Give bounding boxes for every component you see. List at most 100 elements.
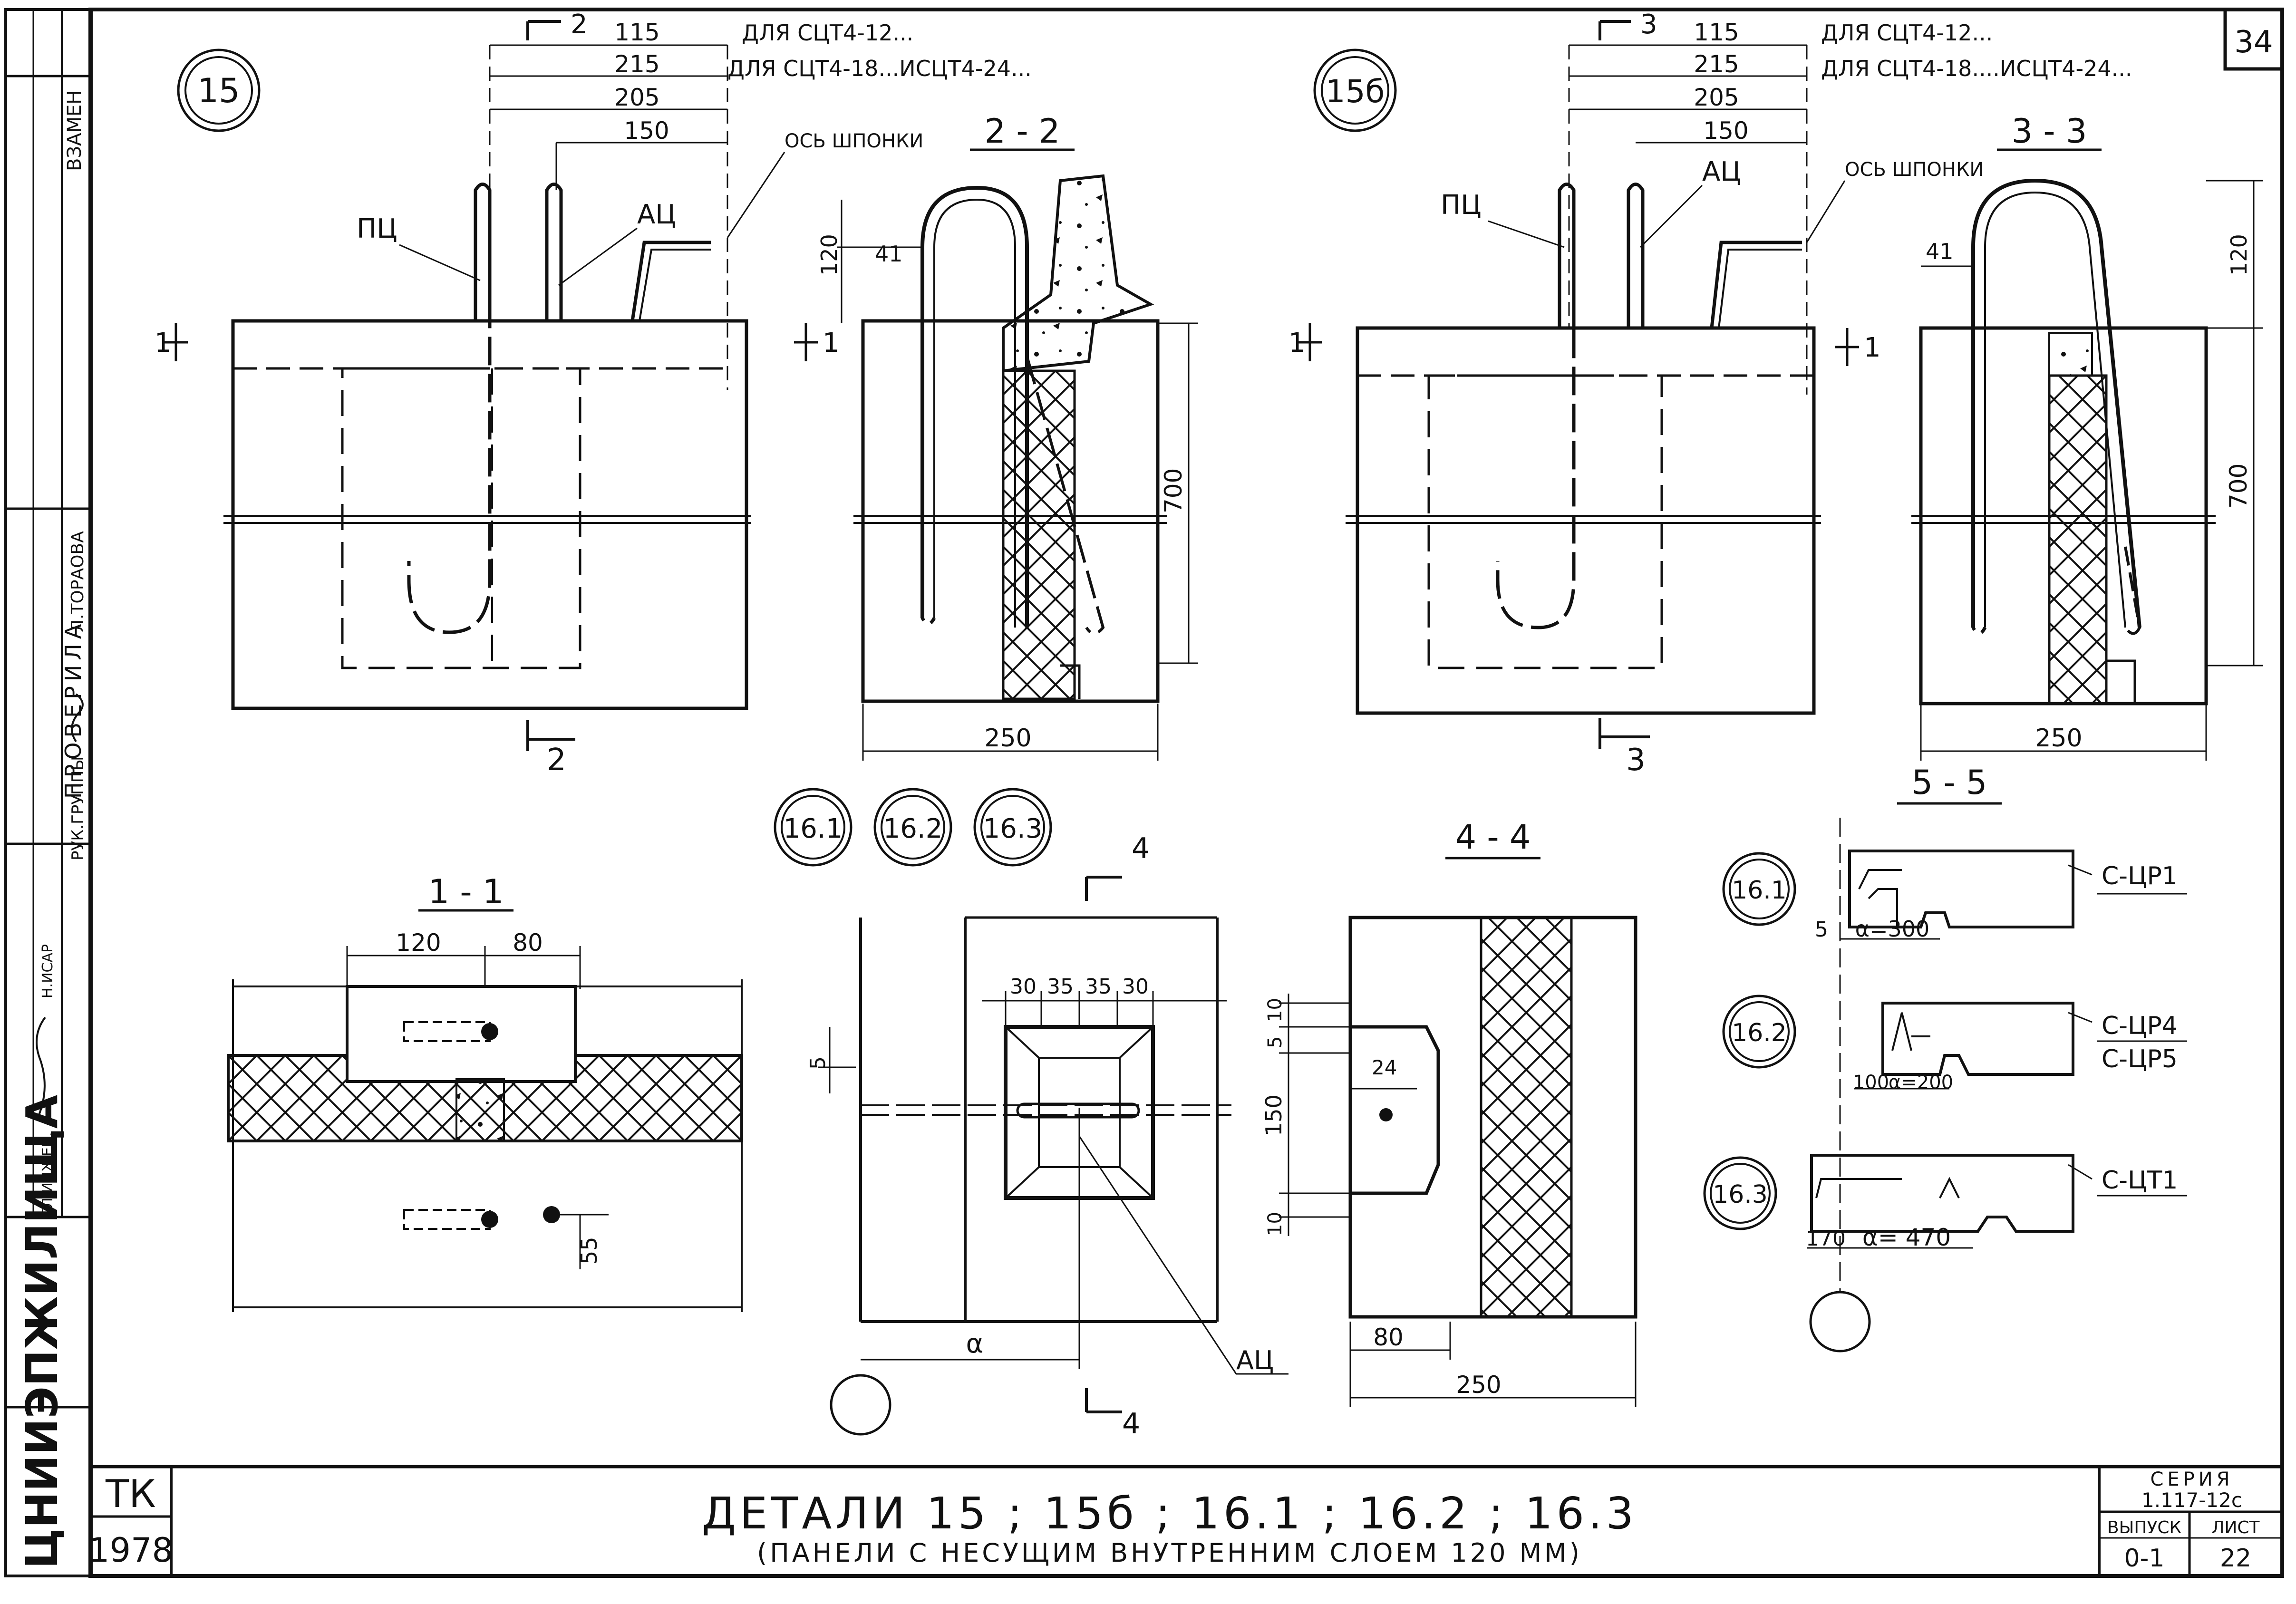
dim-15b-150: 150 bbox=[1703, 117, 1748, 145]
dim-4-4-10b: 10 bbox=[1264, 1212, 1286, 1236]
dim-16-30b: 30 bbox=[1122, 975, 1149, 999]
row-16-2-panel2: С-ЦР5 bbox=[2102, 1045, 2178, 1073]
note-15-sct4-12: ДЛЯ СЦТ4-12... bbox=[742, 20, 913, 46]
engineer-signature bbox=[36, 1016, 46, 1118]
dim-4-4-150: 150 bbox=[1261, 1094, 1287, 1136]
section-2-2-title: 2 - 2 bbox=[985, 112, 1060, 151]
dim-16-35a: 35 bbox=[1047, 975, 1074, 999]
dim-3-3-700: 700 bbox=[2225, 464, 2252, 509]
label-15b-ac: АЦ bbox=[1702, 156, 1741, 187]
section-5-5-title: 5 - 5 bbox=[1912, 763, 1987, 802]
detail-15-marker bbox=[177, 48, 261, 132]
section-4-4-title: 4 - 4 bbox=[1455, 818, 1531, 857]
dim-1-1-55: 55 bbox=[576, 1237, 602, 1265]
section-1-1-title: 1 - 1 bbox=[428, 872, 504, 911]
marker-16-1: 16.1 bbox=[784, 813, 843, 844]
markers-16: 16.1 16.2 16.3 bbox=[774, 788, 1052, 867]
dim-1-1-120: 120 bbox=[396, 929, 441, 957]
dim-4-4-250: 250 bbox=[1456, 1371, 1501, 1399]
group-signature bbox=[71, 693, 84, 743]
detail-16-bubble bbox=[830, 1374, 891, 1436]
row-16-2-marker: 16.2 bbox=[1732, 1019, 1787, 1047]
detail-15b-marker bbox=[1313, 48, 1397, 132]
cut-mark-15: 1 bbox=[155, 328, 172, 358]
marker-16-2: 16.2 bbox=[883, 813, 943, 844]
dim-16-35b: 35 bbox=[1085, 975, 1112, 999]
stamp-checker: Л.ТОРАОВА bbox=[68, 531, 87, 632]
loop-3-3 bbox=[1971, 178, 2141, 628]
row-16-3-panel: С-ЦТ1 bbox=[2102, 1166, 2178, 1195]
dim-3-3-120: 120 bbox=[2226, 234, 2252, 276]
row-16-3-dim-a: α= 470 bbox=[1862, 1224, 1951, 1251]
label-15-ac: АЦ bbox=[637, 199, 676, 230]
dim-15-205: 205 bbox=[614, 84, 659, 111]
cut-mark-2-2: 1 bbox=[823, 328, 840, 358]
stamp-zamen: ВЗАМЕН bbox=[64, 90, 86, 171]
insulation-2-2 bbox=[1002, 369, 1076, 700]
dim-4-4-5: 5 bbox=[1264, 1036, 1286, 1048]
section-mark-3-bottom: 3 bbox=[1626, 743, 1646, 778]
dim-15b-205: 205 bbox=[1694, 84, 1739, 111]
key-4-4 bbox=[1350, 1025, 1440, 1195]
row-16-2-panel: С-ЦР4 bbox=[2102, 1012, 2178, 1040]
axis-label-15b: ОСЬ ШПОНКИ bbox=[1845, 159, 1984, 181]
dim-3-3-250: 250 bbox=[2035, 724, 2082, 753]
dim-16-5: 5 bbox=[806, 1056, 830, 1070]
insulation-4-4 bbox=[1480, 916, 1573, 1318]
dim-15-115: 115 bbox=[614, 19, 659, 46]
cut-mark-15b-left: 1 bbox=[1288, 328, 1306, 358]
row-16-2-dim-a: α=200 bbox=[1889, 1072, 1953, 1093]
insulation-3-3 bbox=[2048, 374, 2108, 705]
row-16-3-dim-left: 170 bbox=[1806, 1227, 1846, 1251]
title-org-short: ТК bbox=[105, 1472, 156, 1516]
sheet-frame bbox=[4, 8, 2284, 1578]
section-3-3: 3 - 3 41 120 700 250 bbox=[1911, 112, 2263, 761]
row-16-1: 16.1 5 α=300 С-ЦР1 bbox=[1722, 850, 2187, 942]
drawing-subtitle: (ПАНЕЛИ С НЕСУЩИМ ВНУТРЕННИМ СЛОЕМ 120 М… bbox=[757, 1538, 1582, 1568]
series-value: 1.117-12с bbox=[2141, 1488, 2242, 1512]
section-mark-4-bottom: 4 bbox=[1122, 1407, 1140, 1440]
note-15b-sct4-18: ДЛЯ СЦТ4-18....ИСЦТ4-24... bbox=[1821, 56, 2132, 81]
issue-value: 0-1 bbox=[2124, 1544, 2165, 1573]
dim-4-4-10a: 10 bbox=[1264, 998, 1286, 1022]
dim-2-2-120: 120 bbox=[816, 234, 842, 276]
note-15-sct4-18: ДЛЯ СЦТ4-18...ИСЦТ4-24... bbox=[727, 56, 1032, 81]
row-16-3: 16.3 170 α= 470 С-ЦТ1 bbox=[1703, 1154, 2187, 1251]
section-5-5-bubble bbox=[1809, 1291, 1871, 1353]
section-3-3-title: 3 - 3 bbox=[2012, 112, 2087, 151]
row-16-1-panel: С-ЦР1 bbox=[2102, 862, 2178, 890]
detail-15b-label: 15б bbox=[1326, 73, 1385, 110]
title-year: 1978 bbox=[88, 1531, 173, 1570]
dim-15b-215: 215 bbox=[1694, 50, 1739, 78]
label-16-ac: АЦ bbox=[1236, 1345, 1274, 1375]
row-16-1-dim-a: α=300 bbox=[1855, 916, 1930, 942]
section-5-5: 5 - 5 16.1 5 α=300 С-ЦР1 16.2 100 bbox=[1703, 763, 2187, 1353]
stamp-engineer-title: ГЛ.ИНЖЕН. bbox=[39, 1132, 56, 1217]
loop-pc bbox=[407, 183, 492, 634]
dim-15-150: 150 bbox=[624, 117, 669, 145]
dim-4-4-24: 24 bbox=[1372, 1056, 1397, 1079]
section-mark-2-bottom: 2 bbox=[547, 743, 566, 778]
cut-mark-15b-right: 1 bbox=[1864, 332, 1881, 363]
detail-16-elevation: 4 30 35 35 30 5 α 4 АЦ bbox=[806, 832, 1288, 1440]
series-label: СЕРИЯ bbox=[2150, 1469, 2233, 1490]
row-16-1-dim-left: 5 bbox=[1815, 918, 1828, 942]
dim-2-2-250: 250 bbox=[984, 724, 1031, 753]
row-16-1-marker: 16.1 bbox=[1732, 876, 1787, 905]
note-15b-sct4-12: ДЛЯ СЦТ4-12... bbox=[1821, 20, 1993, 46]
sheet-number: 34 bbox=[2234, 25, 2273, 60]
dim-1-1-80: 80 bbox=[513, 929, 543, 957]
dim-2-2-700: 700 bbox=[1160, 468, 1187, 513]
axis-label-15: ОСЬ ШПОНКИ bbox=[785, 130, 923, 152]
stamp-engineer-name: Н.ИСАР bbox=[39, 944, 56, 998]
section-1-1: 1 - 1 120 80 55 bbox=[227, 872, 743, 1312]
dim-15-215: 215 bbox=[614, 50, 659, 78]
section-mark-2-top: 2 bbox=[571, 9, 588, 40]
detail-15b-elevation: 15б 115 215 205 150 ДЛЯ СЦТ4-12... ДЛЯ С… bbox=[1288, 9, 2132, 778]
detail-15b-panel bbox=[1356, 326, 1816, 715]
label-15b-pc: ПЦ bbox=[1441, 190, 1482, 221]
dim-4-4-80: 80 bbox=[1373, 1324, 1404, 1351]
stamp-org: ЦНИИЭПЖИЛИЩА bbox=[17, 1095, 68, 1569]
row-16-2: 16.2 100 α=200 С-ЦР4 С-ЦР5 bbox=[1722, 995, 2187, 1093]
